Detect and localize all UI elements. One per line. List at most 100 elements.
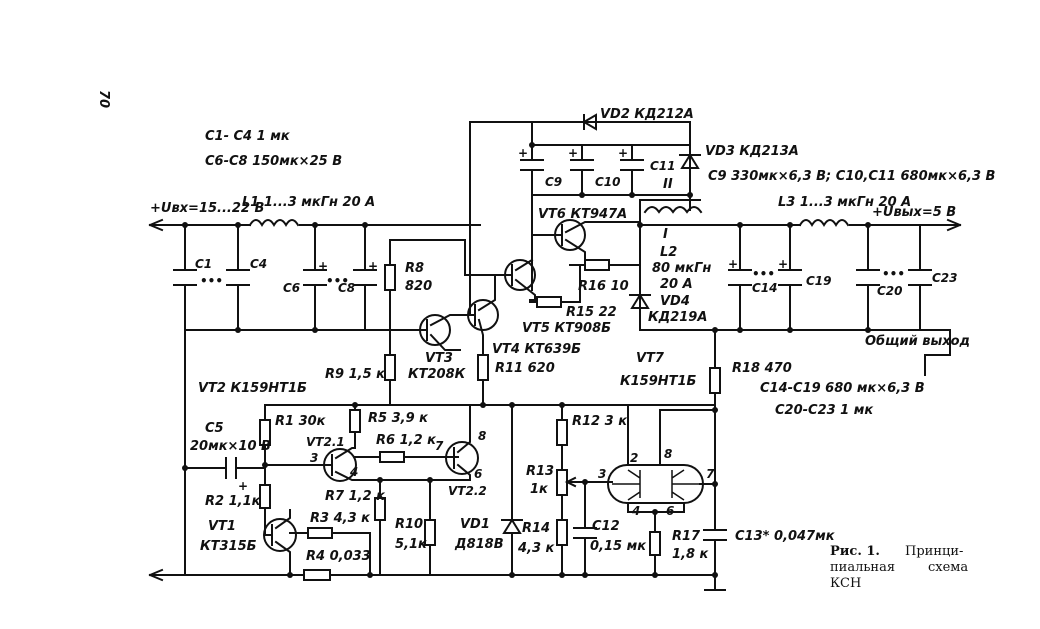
diode-vd2 — [582, 113, 597, 131]
resistor-r1-label: R1 30к — [275, 414, 327, 429]
output-arrow — [946, 218, 962, 232]
resistor-r13-val: 1к — [530, 482, 549, 497]
cap-c10 — [570, 159, 594, 171]
resistor-r9 — [384, 354, 396, 381]
resistor-r3-label: R3 4,3 к — [310, 511, 371, 526]
pin-3-vt7: 3 — [598, 467, 606, 481]
pin-3-vt2: 3 — [310, 451, 318, 465]
pin-4-vt2: 4 — [349, 465, 358, 479]
resistor-r12-label: R12 3 к — [572, 414, 628, 429]
cap-c13 — [703, 529, 727, 541]
resistor-r6 — [379, 451, 405, 463]
winding-1-label: I — [663, 227, 668, 242]
plus-c8: + — [368, 259, 378, 273]
resistor-r4-label: R4 0,033 — [306, 549, 371, 564]
note-c14-c19: C14-C19 680 мк×6,3 В — [760, 381, 925, 396]
r8-branch — [389, 239, 716, 406]
diode-vd1-val: Д818В — [454, 537, 504, 552]
input-terminal-label: +Uвх=15...22 В — [150, 201, 264, 216]
resistor-r9-label: R9 1,5 к — [325, 367, 386, 382]
resistor-r4 — [303, 569, 331, 581]
vt5-leads — [484, 258, 536, 301]
transistor-vt7-val: К159НТ1Б — [620, 374, 697, 389]
cap-c10-label: C10 — [595, 175, 621, 189]
cap-c20-label: C20 — [877, 284, 903, 298]
pin-6-vt2: 6 — [474, 467, 482, 481]
resistor-r17 — [649, 531, 661, 556]
resistor-r18 — [709, 367, 721, 394]
dots-c6-c8: ••• — [326, 274, 349, 288]
transistor-vt3-val: КТ208К — [408, 367, 467, 382]
resistor-r2-label: R2 1,1к — [205, 494, 262, 509]
inductor-l2-val2: 20 А — [660, 277, 693, 292]
cap-c4 — [226, 269, 250, 286]
diode-vd1-name: VD1 — [460, 517, 490, 532]
resistor-r10-val: 5,1к — [395, 537, 428, 552]
resistor-r18-label: R18 470 — [732, 361, 792, 376]
plus-c14: + — [728, 257, 738, 271]
note-c20-c23: C20-C23 1 мк — [775, 403, 874, 418]
diode-vd3-label: VD3 КД213А — [705, 144, 799, 159]
dots-c1-c4: ••• — [200, 274, 223, 288]
cap-c23 — [908, 269, 932, 286]
note-c6-c8: C6-C8 150мк×25 В — [205, 154, 342, 169]
note-c1-c4: C1- C4 1 мк — [205, 129, 291, 144]
resistor-r5 — [349, 409, 361, 433]
resistor-r7 — [374, 497, 386, 521]
resistor-r1 — [259, 419, 271, 446]
cap-c14-label: C14 — [752, 281, 778, 295]
cap-c13-label: C13* 0,047мк — [735, 529, 836, 544]
transistor-vt3-name: VT3 — [425, 351, 453, 366]
diode-vd4-name: VD4 — [660, 294, 690, 309]
diode-vd4 — [629, 293, 651, 309]
transistor-vt5-label: VT5 КТ908Б — [522, 321, 611, 336]
resistor-r13-name: R13 — [526, 464, 554, 479]
inductor-l1 — [248, 219, 300, 227]
dots-c14-c19: ••• — [752, 267, 775, 281]
inductor-l3-label: L3 1...3 мкГн 20 А — [778, 195, 911, 210]
cap-c19 — [778, 269, 802, 286]
resistor-r8-val: 820 — [405, 279, 432, 294]
resistor-r3 — [307, 527, 333, 539]
r15-leads — [529, 264, 581, 303]
transistor-vt2-2-label: VT2.2 — [448, 484, 487, 498]
resistor-r11 — [477, 354, 489, 381]
cap-c12-name: C12 — [592, 519, 620, 534]
transistor-vt2-1-label: VT2.1 — [306, 435, 345, 449]
pin-7-vt7: 7 — [706, 467, 715, 481]
cap-c11 — [620, 159, 644, 171]
caption-line2b: схема — [928, 560, 968, 575]
vt6-leads — [531, 221, 641, 266]
plus-c5: + — [238, 479, 248, 493]
inductor-l2-val1: 80 мкГн — [652, 261, 711, 276]
resistor-r15 — [536, 296, 562, 308]
cap-c19-label: C19 — [806, 274, 832, 288]
diode-vd3 — [679, 144, 701, 196]
common-output-label: Общий выход — [865, 334, 970, 349]
vt3-leads — [389, 314, 471, 351]
resistor-r8 — [384, 264, 396, 291]
inductor-l2-name: L2 — [660, 245, 677, 260]
transistor-vt4-label: VT4 КТ639Б — [492, 342, 581, 357]
cap-c6 — [303, 269, 327, 286]
cap-c1-label: C1 — [195, 257, 212, 271]
caption-line3: КСН — [830, 576, 861, 591]
vt2-2-leads — [429, 404, 471, 481]
transistor-vt1-name: VT1 — [208, 519, 236, 534]
transistor-vt2-label: VT2 К159НТ1Б — [198, 381, 307, 396]
resistor-r11-label: R11 620 — [495, 361, 555, 376]
cap-c5-name: C5 — [205, 421, 224, 436]
inductor-l3 — [798, 219, 850, 227]
ground-arrow — [148, 568, 164, 582]
junction-dots — [182, 142, 871, 578]
diode-vd4-val: КД219А — [648, 310, 707, 325]
transistor-vt7-name: VT7 — [636, 351, 665, 366]
resistor-r17-name: R17 — [672, 529, 701, 544]
resistor-r14-val: 4,3 к — [517, 541, 556, 556]
dots-c20-c23: ••• — [882, 267, 905, 281]
resistor-r17-val: 1,8 к — [672, 547, 710, 562]
resistor-r13 — [556, 469, 568, 496]
cap-c9-label: C9 — [545, 175, 562, 189]
